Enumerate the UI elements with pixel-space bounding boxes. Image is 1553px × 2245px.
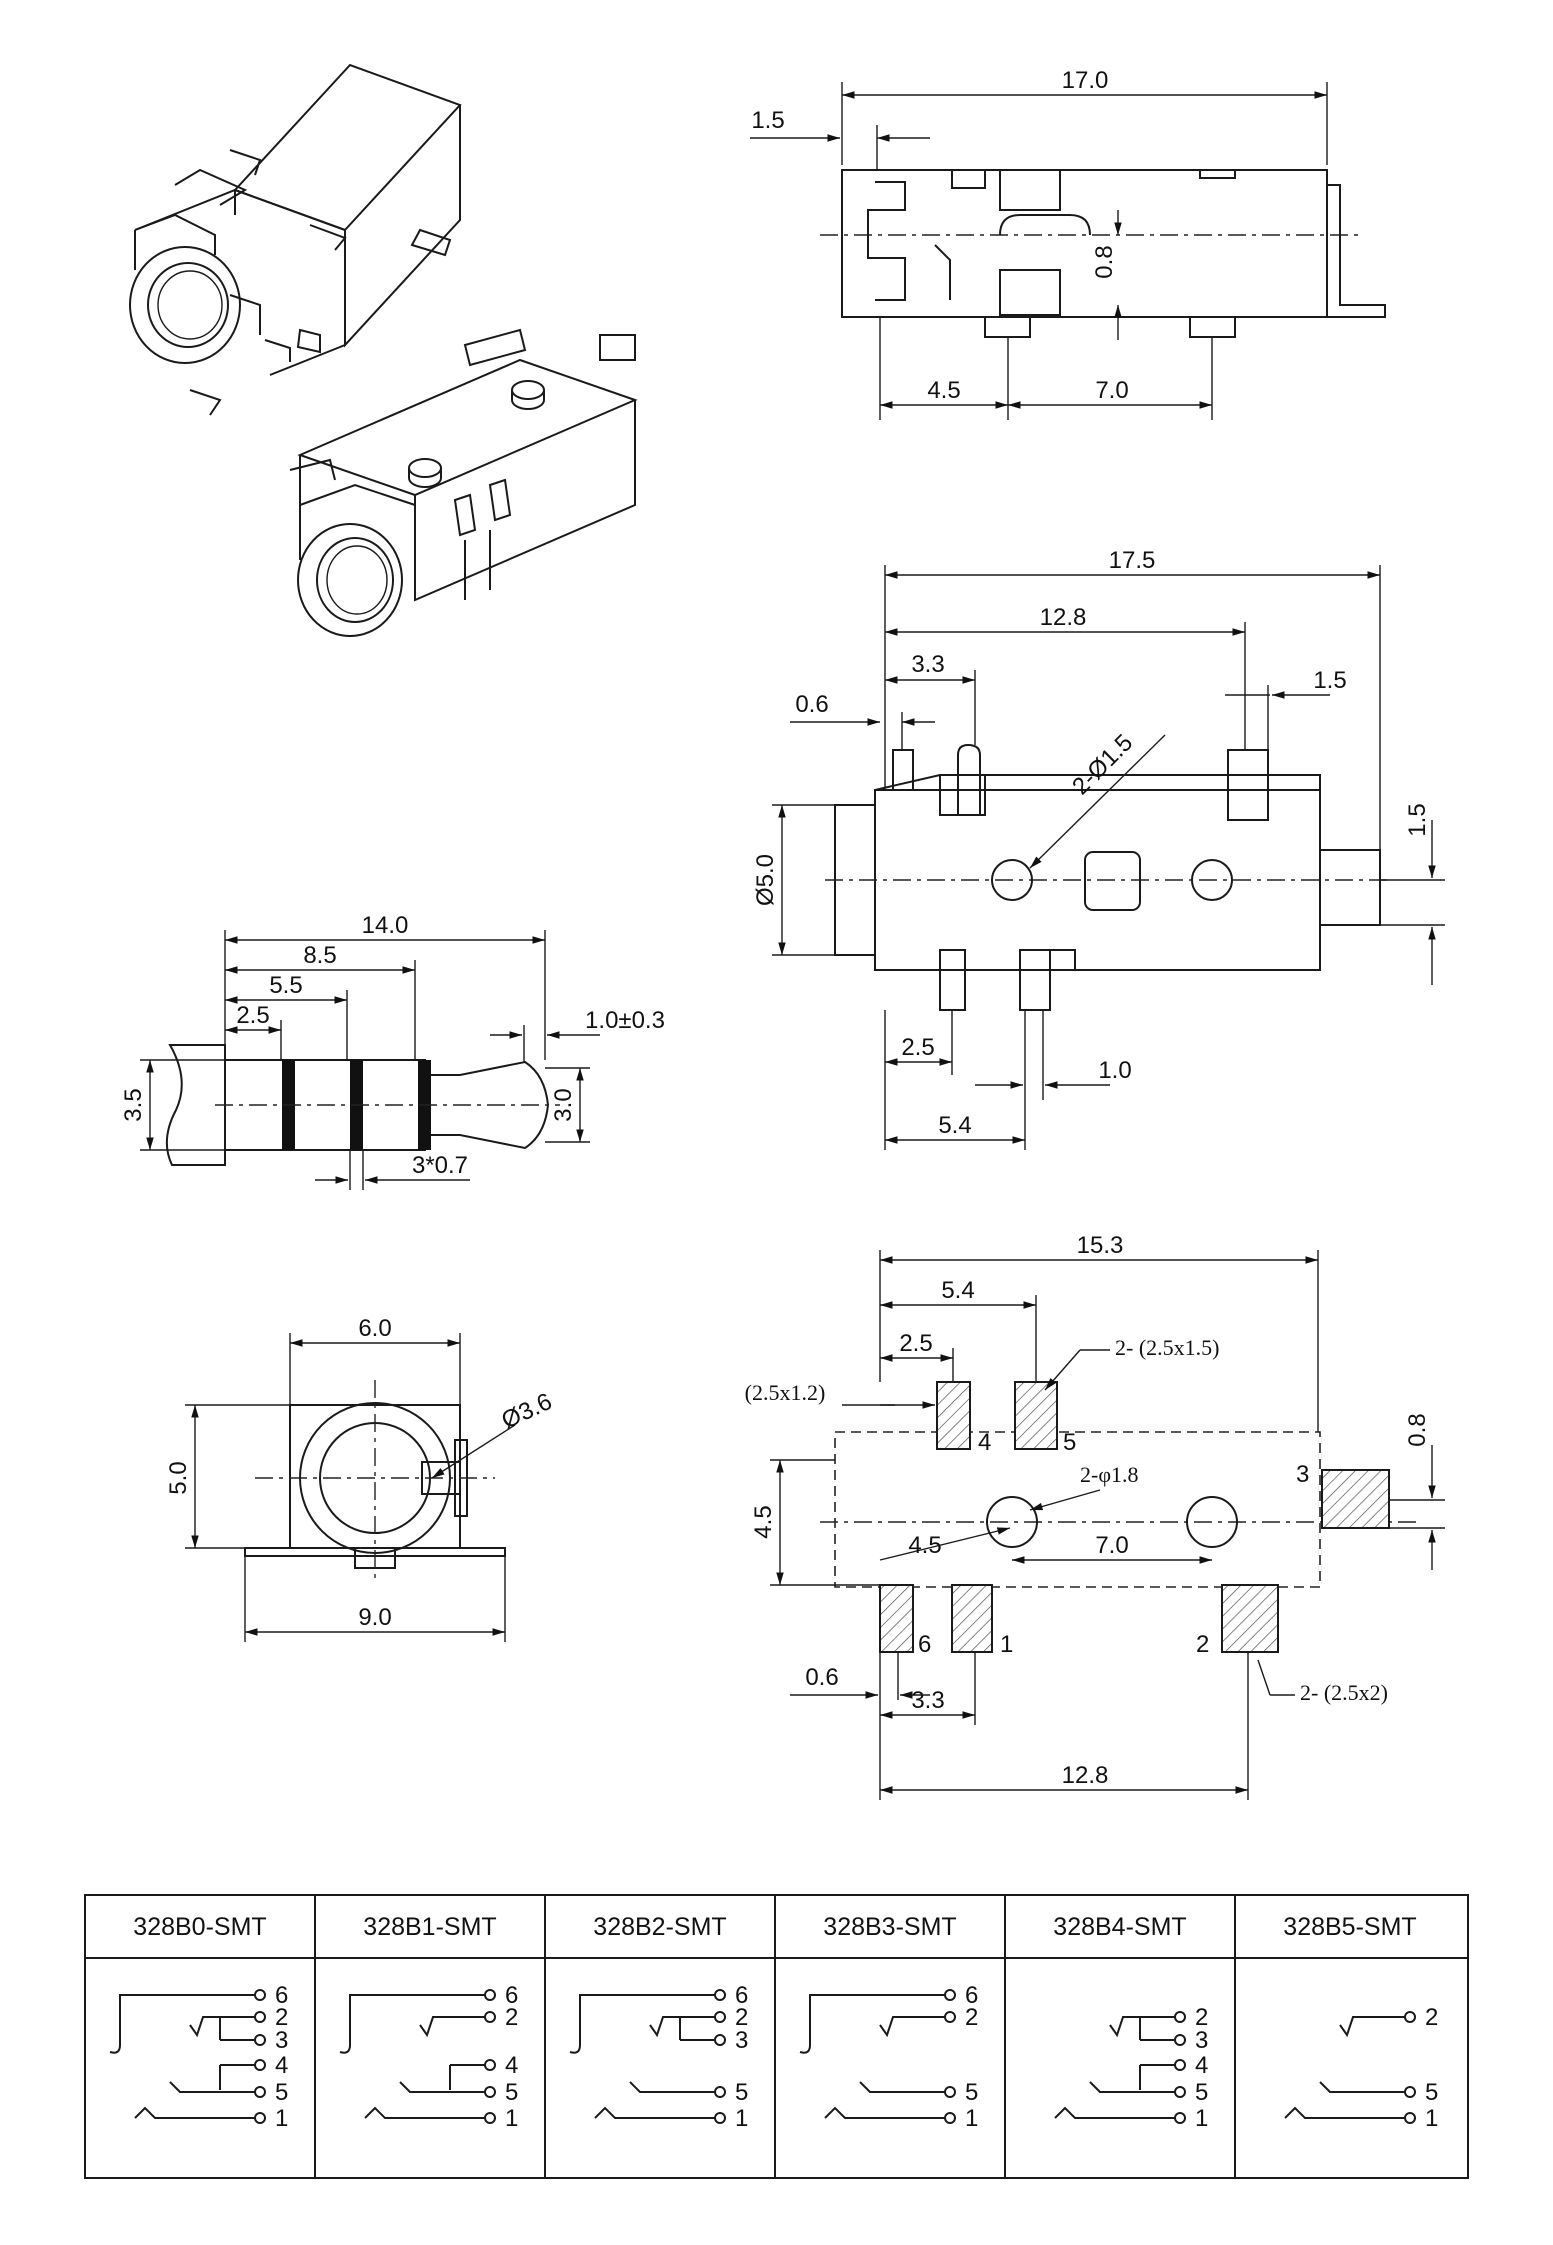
plug-length-dim: 14.0: [362, 912, 409, 939]
pin-label: 3: [735, 2027, 748, 2054]
pin-label: 2: [505, 2004, 518, 2031]
footprint-pad3-dim: 0.8: [1404, 1413, 1431, 1446]
pad-label-2: 2: [1196, 1631, 1209, 1658]
plug-rings-dim: 3*0.7: [412, 1152, 468, 1179]
pin-label: 2: [275, 2004, 288, 2031]
schematic-table: 328B0-SMT 328B1-SMT 328B2-SMT 328B3-SMT …: [84, 1894, 1469, 2179]
footprint-span-c-dim: 4.5: [750, 1505, 777, 1538]
footprint-view: 4 5 3 6 1 2 15.3 5.4 2.5 (2.5x1.2) 2- (2…: [745, 1232, 1445, 1800]
pin-label: 3: [275, 2027, 288, 2054]
pad-small-note: (2.5x1.2): [745, 1380, 826, 1405]
top-view-pin-offset-dim: 4.5: [927, 377, 960, 404]
side-view-right-pin-dim: 1.5: [1313, 667, 1346, 694]
pin-label: 1: [275, 2105, 288, 2132]
side-view: 17.5 12.8 3.3 0.6 1.5 2-Ø1.5 Ø5.0 1.5 2.…: [752, 547, 1445, 1150]
model-header-2: 328B2-SMT: [593, 1913, 726, 1941]
plug-dia-left-dim: 3.5: [120, 1088, 147, 1121]
front-bore-dim: Ø3.6: [498, 1388, 557, 1434]
schematic-328B1: 6 2 4 5 1: [339, 1982, 518, 2132]
plug-seg-c-dim: 2.5: [236, 1002, 269, 1029]
footprint-span-a-dim: 5.4: [941, 1277, 974, 1304]
pin-label: 1: [1195, 2105, 1208, 2132]
top-view-left-dim: 1.5: [751, 107, 784, 134]
side-view-diameter-dim: Ø5.0: [752, 854, 779, 906]
schematic-328B3: 6 2 5 1: [799, 1982, 978, 2132]
pin-label: 3: [1195, 2027, 1208, 2054]
pin-label: 5: [1195, 2079, 1208, 2106]
pin-label: 5: [505, 2079, 518, 2106]
footprint-hole-off-dim: 4.5: [908, 1532, 941, 1559]
schematic-328B0: 6 2 3 4 5 1: [109, 1982, 288, 2132]
model-header-0: 328B0-SMT: [133, 1913, 266, 1941]
side-view-overall-dim: 17.5: [1109, 547, 1156, 574]
pin-label: 6: [505, 1982, 518, 2009]
pin-label: 1: [735, 2105, 748, 2132]
pin-label: 4: [275, 2052, 288, 2079]
top-view-height-dim: 0.8: [1091, 245, 1118, 278]
pin-label: 6: [965, 1982, 978, 2009]
pin-label: 2: [735, 2004, 748, 2031]
plug-tip-dim: 1.0±0.3: [585, 1007, 665, 1034]
top-view-overall-dim: 17.0: [1062, 67, 1109, 94]
isometric-view-bottom: [289, 328, 638, 637]
front-width-dim: 6.0: [358, 1315, 391, 1342]
pad-label-4: 4: [978, 1429, 991, 1456]
front-height-dim: 5.0: [165, 1461, 192, 1494]
pin-label: 6: [275, 1982, 288, 2009]
pad-label-5: 5: [1063, 1429, 1076, 1456]
front-base-dim: 9.0: [358, 1604, 391, 1631]
model-header-1: 328B1-SMT: [363, 1913, 496, 1941]
pin-label: 2: [1195, 2004, 1208, 2031]
footprint-span-e-dim: 12.8: [1062, 1762, 1109, 1789]
top-view-pin-span-dim: 7.0: [1095, 377, 1128, 404]
footprint-span-b-dim: 2.5: [899, 1330, 932, 1357]
footprint-hole-span-dim: 7.0: [1095, 1532, 1128, 1559]
side-view-pin-c-dim: 5.4: [938, 1112, 971, 1139]
footprint-span-d-dim: 3.3: [911, 1687, 944, 1714]
plug-seg-b-dim: 5.5: [269, 972, 302, 999]
pad-mid-note: 2- (2.5x1.5): [1115, 1335, 1219, 1360]
pin-label: 5: [735, 2079, 748, 2106]
pin-label: 5: [1425, 2079, 1438, 2106]
side-view-pin-width-dim: 1.0: [1098, 1057, 1131, 1084]
pin-label: 4: [1195, 2052, 1208, 2079]
isometric-view-top: [129, 63, 462, 416]
pin-label: 5: [965, 2079, 978, 2106]
plug-dia-tip-dim: 3.0: [550, 1088, 577, 1121]
plug-seg-a-dim: 8.5: [303, 942, 336, 969]
footprint-overall-dim: 15.3: [1077, 1232, 1124, 1259]
pin-label: 2: [965, 2004, 978, 2031]
pad-label-1: 1: [1000, 1631, 1013, 1658]
schematic-328B5: 2 5 1: [1284, 2004, 1438, 2132]
side-view-edge-dim: 0.6: [795, 691, 828, 718]
side-view-tail-dim: 1.5: [1404, 803, 1431, 836]
side-view-pin-a-dim: 3.3: [911, 651, 944, 678]
top-view: 17.0 1.5 0.8 4.5 7.0: [750, 67, 1386, 420]
model-header-5: 328B5-SMT: [1283, 1913, 1416, 1941]
pin-label: 5: [275, 2079, 288, 2106]
schematic-328B4: 2 3 4 5 1: [1054, 2004, 1208, 2132]
side-view-pin-b-dim: 2.5: [901, 1034, 934, 1061]
schematic-328B2: 6 2 3 5 1: [569, 1982, 748, 2132]
pad-label-3: 3: [1296, 1461, 1309, 1488]
holes-note: 2-φ1.8: [1080, 1462, 1139, 1487]
model-header-4: 328B4-SMT: [1053, 1913, 1186, 1941]
front-view: 6.0 5.0 Ø3.6 9.0: [165, 1315, 556, 1642]
pin-label: 1: [965, 2105, 978, 2132]
side-view-body-dim: 12.8: [1040, 604, 1087, 631]
pin-label: 1: [1425, 2105, 1438, 2132]
model-header-3: 328B3-SMT: [823, 1913, 956, 1941]
pin-label: 6: [735, 1982, 748, 2009]
pad-label-6: 6: [918, 1631, 931, 1658]
pad-big-note: 2- (2.5x2): [1300, 1680, 1388, 1705]
pin-label: 4: [505, 2052, 518, 2079]
plug-view: 14.0 8.5 5.5 2.5 1.0±0.3 3.5 3.0 3*0.7: [120, 912, 665, 1190]
pin-label: 1: [505, 2105, 518, 2132]
footprint-offset-dim: 0.6: [805, 1664, 838, 1691]
pin-label: 2: [1425, 2004, 1438, 2031]
